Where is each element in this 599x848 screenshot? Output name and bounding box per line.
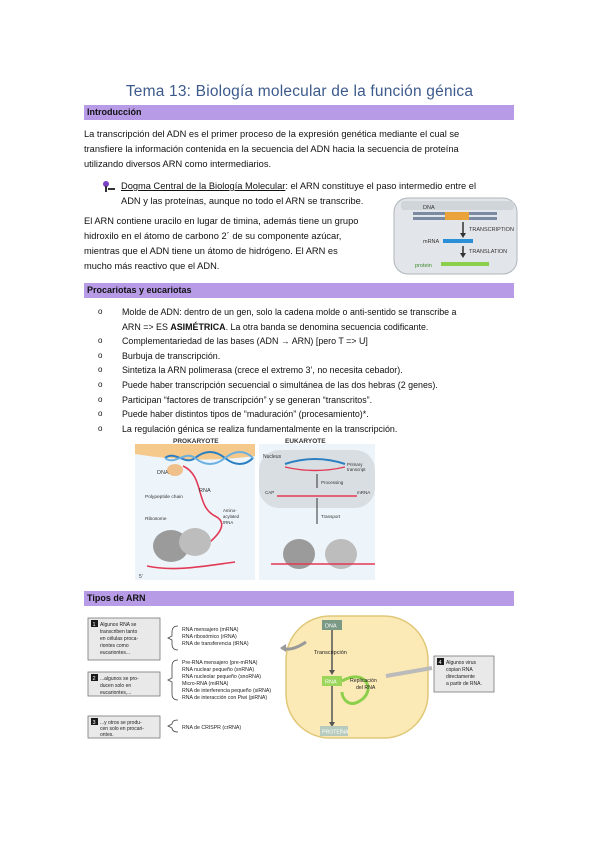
intro-paragraph: La transcripción del ADN es el primer pr… xyxy=(84,129,460,169)
svg-text:CAP: CAP xyxy=(265,490,274,495)
svg-text:Algunos virus: Algunos virus xyxy=(446,660,477,666)
svg-text:eucariontes...: eucariontes... xyxy=(100,650,130,656)
svg-text:EUKARYOTE: EUKARYOTE xyxy=(285,438,326,445)
pin-icon xyxy=(102,180,116,199)
svg-text:mRNA: mRNA xyxy=(423,239,440,245)
section-header-tipos: Tipos de ARN xyxy=(84,591,514,606)
svg-text:Primary: Primary xyxy=(347,462,363,467)
svg-text:RNA nuclear pequeño (snRNA): RNA nuclear pequeño (snRNA) xyxy=(182,667,254,673)
svg-text:cen solo en procari-: cen solo en procari- xyxy=(100,726,144,732)
svg-text:protein: protein xyxy=(415,263,432,269)
page-title: Tema 13: Biología molecular de la funció… xyxy=(125,83,474,100)
svg-text:RNA mensajero (mRNA): RNA mensajero (mRNA) xyxy=(182,627,239,633)
svg-text:eucariontes,...: eucariontes,... xyxy=(100,690,131,696)
svg-text:Micro-RNA (miRNA): Micro-RNA (miRNA) xyxy=(182,681,229,687)
svg-text:del RNA: del RNA xyxy=(356,685,376,691)
svg-text:...y otros se produ-: ...y otros se produ- xyxy=(100,720,142,726)
svg-text:ontes.: ontes. xyxy=(100,732,114,738)
svg-text:RNA de interacción con Piwi (p: RNA de interacción con Piwi (piRNA) xyxy=(182,695,267,701)
svg-text:PROTEÍNA: PROTEÍNA xyxy=(322,729,349,736)
svg-text:copian RNA: copian RNA xyxy=(446,667,473,673)
svg-text:Replicación: Replicación xyxy=(350,678,377,684)
svg-text:3: 3 xyxy=(93,720,96,726)
svg-text:RNA nucleolar pequeño (snoRNA): RNA nucleolar pequeño (snoRNA) xyxy=(182,674,261,680)
svg-text:1: 1 xyxy=(93,622,96,628)
svg-text:Amino-: Amino- xyxy=(223,508,237,513)
central-dogma-figure: DNA TRANSCRIPTION mRNA TRANSLATION prote… xyxy=(393,197,518,275)
svg-text:transcript: transcript xyxy=(347,467,366,472)
svg-text:Transport: Transport xyxy=(321,514,341,519)
svg-text:RNA: RNA xyxy=(199,488,211,494)
svg-text:4: 4 xyxy=(439,660,442,666)
svg-text:transcriben tanto: transcriben tanto xyxy=(100,629,137,635)
rna-types-figure: 1 Algunos RNA se transcriben tanto en cé… xyxy=(87,615,495,739)
svg-text:ducen solo en: ducen solo en xyxy=(100,683,131,689)
svg-text:TRANSLATION: TRANSLATION xyxy=(469,249,507,255)
svg-text:tRNA: tRNA xyxy=(223,520,233,525)
svg-text:acylated: acylated xyxy=(223,514,240,519)
svg-text:Algunos RNA se: Algunos RNA se xyxy=(100,622,137,628)
svg-text:TRANSCRIPTION: TRANSCRIPTION xyxy=(469,227,514,233)
svg-text:RNA de CRISPR (crRNA): RNA de CRISPR (crRNA) xyxy=(182,725,241,731)
svg-text:DNA: DNA xyxy=(423,205,435,211)
section-header-intro: Introducción xyxy=(84,105,514,120)
svg-text:5': 5' xyxy=(139,574,143,580)
svg-text:Nucleus: Nucleus xyxy=(263,454,282,460)
svg-text:PROKARYOTE: PROKARYOTE xyxy=(173,438,219,445)
prokaryote-eukaryote-figure: PROKARYOTE DNA RNA Polypeptide chain Rib… xyxy=(135,438,375,580)
svg-text:riontes como: riontes como xyxy=(100,643,129,649)
svg-text:RNA de interferencia pequeño (: RNA de interferencia pequeño (siRNA) xyxy=(182,688,271,694)
section-header-prok: Procariotas y eucariotas xyxy=(84,283,514,298)
svg-text:DNA: DNA xyxy=(157,470,169,476)
arn-paragraph: El ARN contiene uracilo en lugar de timi… xyxy=(84,216,359,271)
svg-text:en células proca-: en células proca- xyxy=(100,636,138,642)
svg-text:mRNA: mRNA xyxy=(357,490,370,495)
svg-text:a partir de RNA.: a partir de RNA. xyxy=(446,681,482,687)
dogma-paragraph: Dogma Central de la Biología Molecular: … xyxy=(121,181,477,206)
svg-text:2: 2 xyxy=(93,676,96,682)
svg-text:Polypeptide chain: Polypeptide chain xyxy=(145,494,183,500)
dogma-label: Dogma Central de la Biología Molecular xyxy=(121,181,286,191)
svg-text:RNA de transferencia (tRNA): RNA de transferencia (tRNA) xyxy=(182,641,249,647)
svg-text:RNA: RNA xyxy=(325,680,337,686)
svg-text:...algunos se pro-: ...algunos se pro- xyxy=(100,676,139,682)
list-item-continuation: ARN => ES ASIMÉTRICA. La otra banda se d… xyxy=(122,321,429,332)
svg-text:Processing: Processing xyxy=(321,480,344,485)
svg-text:DNA: DNA xyxy=(325,624,337,630)
svg-text:Pre-RNA mensajero (pre-mRNA): Pre-RNA mensajero (pre-mRNA) xyxy=(182,660,258,666)
svg-text:directamente: directamente xyxy=(446,674,475,680)
svg-text:Transcripción: Transcripción xyxy=(314,650,347,656)
svg-text:Ribosome: Ribosome xyxy=(145,516,167,522)
svg-text:RNA ribosómico (rRNA): RNA ribosómico (rRNA) xyxy=(182,634,237,640)
